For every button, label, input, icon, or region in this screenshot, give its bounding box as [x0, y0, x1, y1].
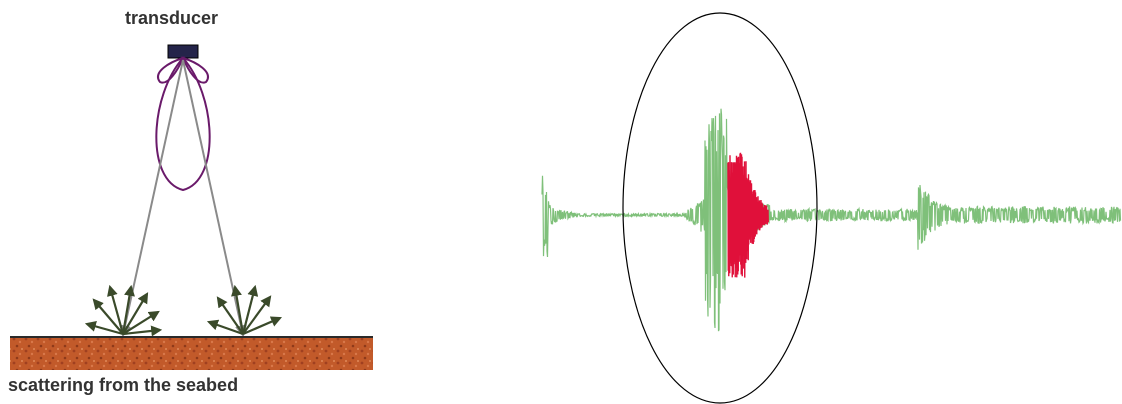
echo-highlight-ellipse — [622, 12, 818, 404]
scatter-arrows-right — [206, 284, 283, 336]
echo-waveform — [541, 108, 1122, 332]
waveform-plot — [541, 108, 1122, 332]
scatter-arrows-left — [84, 284, 163, 337]
main-lobe — [155, 56, 211, 192]
transducer-label: transducer — [125, 8, 219, 28]
incident-ray-left — [119, 59, 184, 338]
seabed-label: scattering from the seabed — [8, 375, 239, 395]
right-side-lobe — [181, 56, 209, 84]
beam-pattern — [155, 56, 211, 192]
transducer-icon — [167, 44, 199, 59]
incident-ray-right — [182, 59, 247, 338]
seabed-echo-highlight — [727, 152, 769, 278]
seabed — [10, 337, 373, 370]
left-side-lobe — [157, 56, 185, 84]
